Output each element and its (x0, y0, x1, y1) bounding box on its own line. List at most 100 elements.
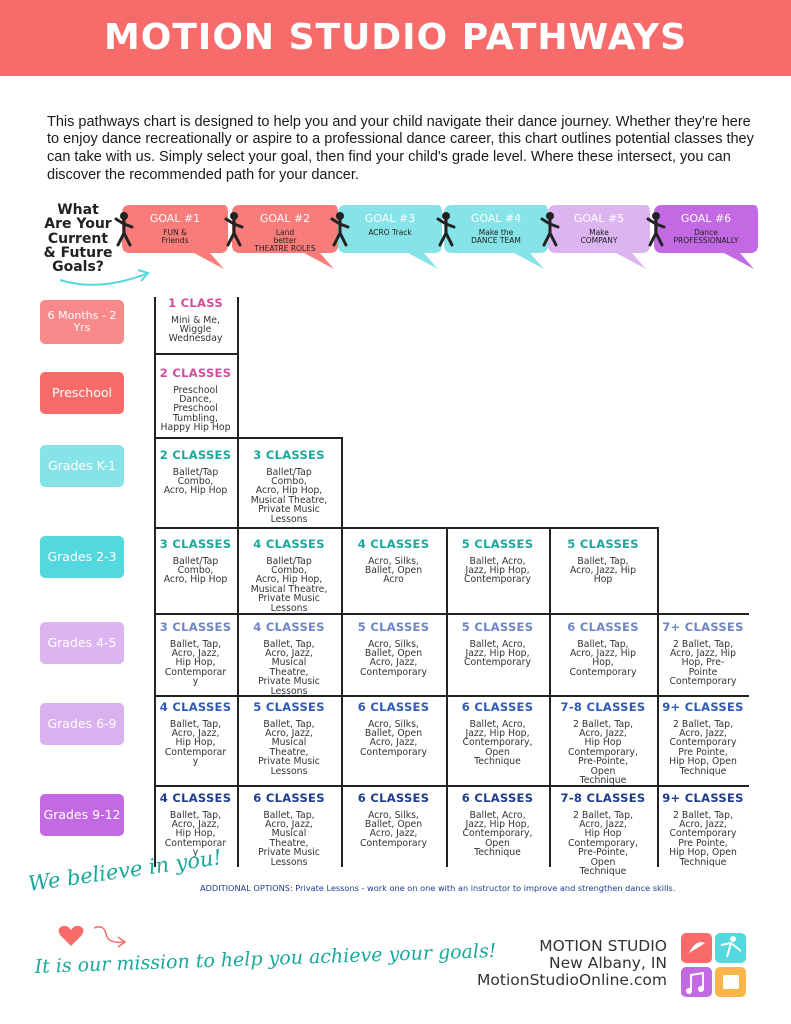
goal-description-line: better (273, 235, 297, 245)
goal-description-line: THEATRE ROLES (254, 243, 316, 253)
goals-question-line: Goals? (52, 259, 104, 276)
class-count: 6 CLASSES (461, 700, 534, 714)
class-cell: 3 CLASSES Ballet/Tap Combo, Acro, Hip Hop… (237, 448, 341, 525)
goal-description-line: Make the (478, 228, 514, 237)
grid-line (154, 527, 658, 529)
goal-description-line: ACRO Track (368, 228, 412, 237)
studio-info: MOTION STUDIO New Albany, IN MotionStudi… (477, 937, 667, 990)
acro-dancer-icon (328, 211, 352, 247)
class-cell: 9+ CLASSES 2 Ballet, Tap, Acro, Jazz, Con… (657, 700, 749, 777)
goal-label: GOAL #1 (149, 212, 201, 225)
class-list: Ballet/Tap Combo, Acro, Hip Hop, Musical… (250, 466, 328, 525)
class-list: Ballet, Acro, Jazz, Hip Hop, Contemporar… (464, 638, 531, 669)
grid-line (154, 353, 239, 355)
goal-description: ACRO Track (338, 229, 442, 237)
class-list: Ballet, Acro, Jazz, Hip Hop, Contemporar… (464, 555, 531, 586)
goals-question-line: & Future (43, 244, 113, 261)
grade-chip: Grades 2-3 (40, 536, 124, 578)
class-count: 5 CLASSES (461, 537, 534, 551)
studio-website[interactable]: MotionStudioOnline.com (477, 971, 667, 990)
class-count: 7+ CLASSES (662, 620, 744, 634)
class-count: 9+ CLASSES (662, 791, 744, 805)
class-list: Ballet/Tap Combo, Acro, Hip Hop (163, 466, 228, 497)
class-cell: 2 CLASSES Ballet/Tap Combo, Acro, Hip Hop (154, 448, 237, 497)
class-list: Acro, Silks, Ballet, Open Acro (364, 555, 423, 586)
grid-line (341, 527, 343, 867)
class-list: Ballet, Tap, Acro, Jazz, Hip Hop (569, 555, 637, 586)
goal-label: GOAL #6 (680, 212, 732, 225)
class-cell: 6 CLASSES Ballet, Tap, Acro, Jazz, Hip Ho… (549, 620, 657, 678)
class-cell: 5 CLASSES Ballet, Tap, Acro, Jazz, Hip Ho… (549, 537, 657, 586)
goal-label: GOAL #5 (573, 212, 625, 225)
class-list: Ballet, Tap, Acro, Jazz, Musical Theatre… (258, 718, 320, 777)
class-cell: 1 CLASS Mini & Me, Wiggle Wednesday (154, 296, 237, 345)
class-count: 5 CLASSES (253, 700, 325, 714)
class-count: 3 CLASSES (159, 537, 232, 551)
class-list: Ballet, Tap, Acro, Jazz, Musical Theatre… (258, 638, 320, 697)
class-count: 6 CLASSES (567, 620, 639, 634)
grid-line (154, 785, 749, 787)
class-cell: 9+ CLASSES 2 Ballet, Tap, Acro, Jazz, Con… (657, 791, 749, 868)
goals-question: What Are Your Current & Future Goals? (38, 202, 118, 276)
class-list: Mini & Me, Wiggle Wednesday (168, 314, 223, 345)
goal-description-line: PROFESSIONALLY (673, 235, 739, 245)
class-count: 6 CLASSES (253, 791, 325, 805)
class-list: Ballet/Tap Combo, Acro, Hip Hop, Musical… (250, 555, 328, 614)
goal-label: GOAL #3 (364, 212, 416, 225)
class-cell: 4 CLASSES Ballet, Tap, Acro, Jazz, Musica… (237, 620, 341, 697)
class-count: 3 CLASSES (159, 620, 232, 634)
class-list: 2 Ballet, Tap, Acro, Jazz, Contemporary … (669, 809, 737, 868)
class-count: 7-8 CLASSES (560, 700, 646, 714)
class-list: Ballet, Acro, Jazz, Hip Hop, Contemporar… (462, 809, 533, 859)
class-list: Ballet, Acro, Jazz, Hip Hop, Contemporar… (462, 718, 533, 768)
class-count: 1 CLASS (168, 296, 223, 310)
class-list: 2 Ballet, Tap, Acro, Jazz, Contemporary … (669, 718, 737, 777)
goals-question-line: What (57, 202, 99, 218)
goal-label: GOAL #2 (259, 212, 311, 225)
class-count: 5 CLASSES (567, 537, 639, 551)
intro-paragraph: This pathways chart is designed to help … (47, 113, 754, 184)
goal-description-line: Make (589, 228, 609, 237)
swirl-arrow-icon (93, 926, 127, 948)
class-count: 5 CLASSES (461, 620, 534, 634)
class-list: Ballet, Tap, Acro, Jazz, Musical Theatre… (258, 809, 320, 868)
smiley-icon (112, 211, 136, 247)
class-list: Acro, Silks, Ballet, Open Acro, Jazz, Co… (360, 638, 427, 678)
goal-description: FUN &Friends (122, 229, 228, 245)
grid-line (154, 695, 749, 697)
class-count: 6 CLASSES (357, 700, 430, 714)
class-count: 4 CLASSES (253, 620, 325, 634)
page-title: MOTION STUDIO PATHWAYS (103, 17, 688, 58)
class-count: 3 CLASSES (253, 448, 325, 462)
goals-question-line: Are Your (44, 216, 112, 233)
grid-line (154, 297, 156, 867)
goal-description-line: Friends (161, 235, 189, 245)
class-list: Acro, Silks, Ballet, Open Acro, Jazz, Co… (360, 718, 427, 758)
class-count: 9+ CLASSES (662, 700, 744, 714)
class-count: 4 CLASSES (159, 791, 232, 805)
pro-dancer-icon (644, 211, 668, 247)
grid-line (446, 527, 448, 867)
grid-line (341, 437, 343, 527)
grade-chip: Grades 4-5 (40, 622, 124, 664)
goal-label: GOAL #4 (470, 212, 522, 225)
class-cell: 5 CLASSES Ballet, Acro, Jazz, Hip Hop, Co… (446, 537, 549, 586)
class-count: 7-8 CLASSES (560, 791, 646, 805)
class-count: 2 CLASSES (159, 448, 232, 462)
goal-bubble-3: GOAL #3 ACRO Track (330, 205, 442, 271)
studio-name: MOTION STUDIO (539, 937, 667, 955)
goal-description-line: FUN & (163, 228, 187, 237)
class-list: Ballet, Tap, Acro, Jazz, Hip Hop, Contem… (569, 638, 637, 678)
